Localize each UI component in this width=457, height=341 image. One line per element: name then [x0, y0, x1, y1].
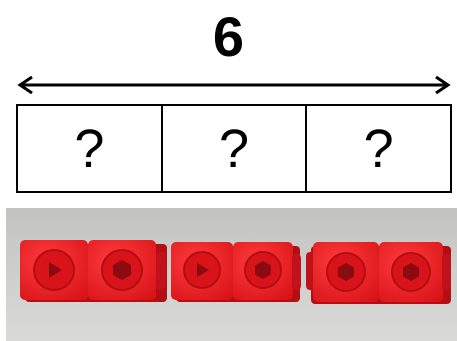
- cubes-photo: [6, 208, 457, 341]
- cube-group-3: [306, 242, 451, 304]
- bar-model: ? ? ?: [16, 104, 452, 193]
- double-headed-arrow-icon: [16, 74, 456, 96]
- total-label: 6: [0, 2, 457, 72]
- bar-part-2: ?: [161, 106, 306, 191]
- bar-part-1: ?: [18, 106, 161, 191]
- cube-group-1: [20, 240, 167, 302]
- cube-group-2: [171, 242, 301, 302]
- bar-part-3: ?: [305, 106, 450, 191]
